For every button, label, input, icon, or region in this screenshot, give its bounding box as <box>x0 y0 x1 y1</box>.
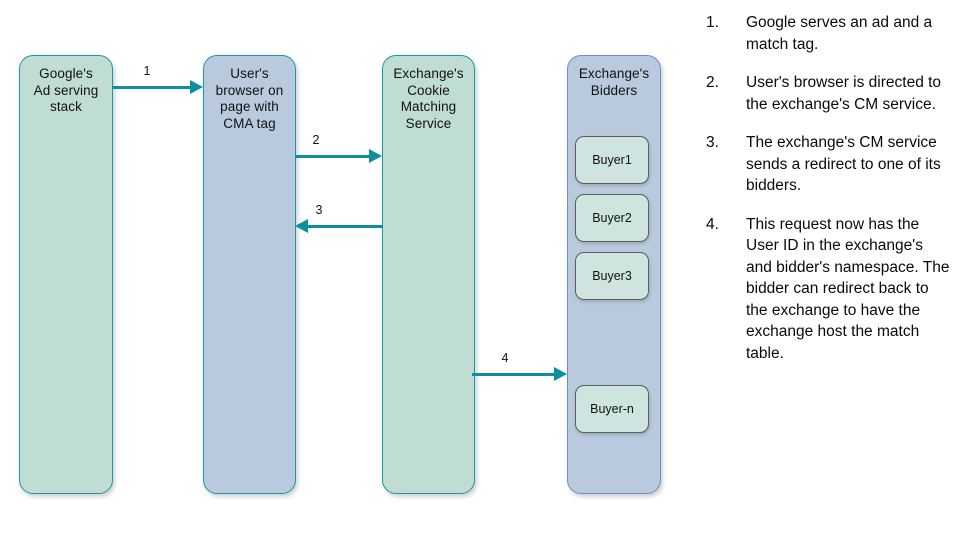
step-text: The exchange's CM service sends a redire… <box>746 134 941 194</box>
arrow-1-head-icon <box>190 80 203 94</box>
step-item-3: 3. The exchange's CM service sends a red… <box>706 132 950 197</box>
arrow-4-line <box>472 373 555 376</box>
arrow-4-head-icon <box>554 367 567 381</box>
step-number: 4. <box>706 215 719 233</box>
steps-list: 1. Google serves an ad and a match tag. … <box>706 12 950 381</box>
lane-user-browser: User's browser on page with CMA tag <box>203 55 296 494</box>
lane-label-exchange-cookie-matching-service: Exchange's Cookie Matching Service <box>393 66 464 131</box>
step-item-2: 2. User's browser is directed to the exc… <box>706 72 950 115</box>
buyer-chip-label: Buyer1 <box>592 153 632 167</box>
buyer-chip-label: Buyer-n <box>590 402 634 416</box>
lane-label-google-ad-serving-stack: Google's Ad serving stack <box>33 66 99 114</box>
step-text: User's browser is directed to the exchan… <box>746 74 942 113</box>
arrow-1-label: 1 <box>143 64 151 78</box>
step-text: Google serves an ad and a match tag. <box>746 14 933 53</box>
arrow-3-label: 3 <box>315 203 323 217</box>
arrow-3-head-icon <box>295 219 308 233</box>
lane-label-user-browser: User's browser on page with CMA tag <box>215 66 284 131</box>
lane-exchange-cookie-matching-service: Exchange's Cookie Matching Service <box>382 55 475 494</box>
arrow-2-label: 2 <box>312 133 320 147</box>
step-number: 2. <box>706 74 719 91</box>
step-number: 1. <box>706 14 719 31</box>
arrow-1-line <box>112 86 191 89</box>
step-text: This request now has the User ID in the … <box>746 215 950 362</box>
arrow-3-line <box>308 225 383 228</box>
arrow-2-line <box>295 155 370 158</box>
buyer-chip-2[interactable]: Buyer2 <box>575 194 649 242</box>
lane-label-exchange-bidders: Exchange's Bidders <box>578 66 650 98</box>
step-item-4: 4. This request now has the User ID in t… <box>706 214 950 365</box>
buyer-chip-1[interactable]: Buyer1 <box>575 136 649 184</box>
buyer-chip-label: Buyer3 <box>592 269 632 283</box>
step-item-1: 1. Google serves an ad and a match tag. <box>706 12 950 55</box>
buyer-chip-3[interactable]: Buyer3 <box>575 252 649 300</box>
step-number: 3. <box>706 134 719 151</box>
arrow-4-label: 4 <box>501 351 509 365</box>
buyer-chip-n[interactable]: Buyer-n <box>575 385 649 433</box>
arrow-2-head-icon <box>369 149 382 163</box>
lane-google-ad-serving-stack: Google's Ad serving stack <box>19 55 113 494</box>
buyer-chip-label: Buyer2 <box>592 211 632 225</box>
